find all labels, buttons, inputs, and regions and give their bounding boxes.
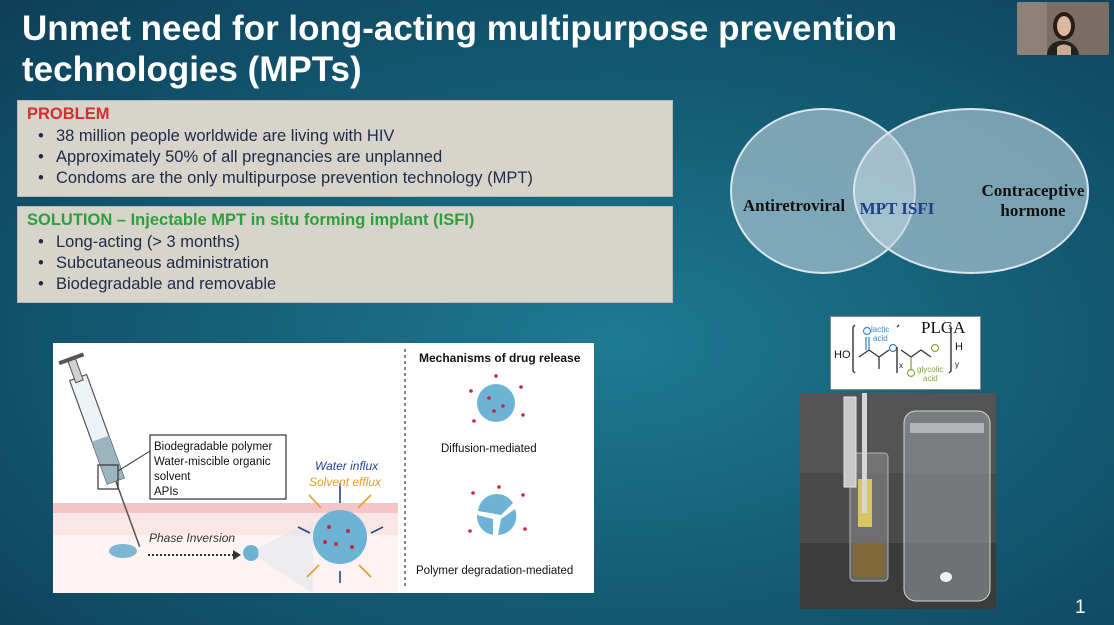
venn-center-label: MPT ISFI [859, 199, 935, 218]
slide-title: Unmet need for long-acting multipurpose … [22, 9, 898, 89]
solvent-efflux-label: Solvent efflux [309, 475, 382, 489]
venn-left-label: Antiretroviral [742, 196, 846, 215]
venn-right-line1: Contraceptive [981, 181, 1085, 200]
plga-structure: PLGA HO lactic acid x glycolic acid H y [830, 316, 981, 390]
plga-x: x [899, 361, 903, 370]
plga-y: y [955, 360, 959, 369]
speaker-webcam-icon [1017, 2, 1109, 55]
list-item: Biodegradable and removable [27, 274, 672, 295]
list-item: Approximately 50% of all pregnancies are… [27, 147, 672, 168]
plga-h: H [955, 341, 963, 353]
plga-ho: HO [834, 349, 851, 361]
vial-photo-icon [800, 393, 996, 609]
list-item: Condoms are the only multipurpose preven… [27, 168, 672, 189]
plga-glycolic-2: acid [923, 374, 938, 383]
solution-heading: SOLUTION – Injectable MPT in situ formin… [27, 211, 475, 229]
degradation-label: Polymer degradation-mediated [416, 565, 574, 577]
solution-box: SOLUTION – Injectable MPT in situ formin… [17, 206, 673, 303]
page-number: 1 [1075, 597, 1086, 618]
composition-line-3: solvent [154, 471, 191, 483]
mechanisms-title: Mechanisms of drug release [419, 351, 581, 365]
problem-heading: PROBLEM [27, 105, 110, 123]
composition-line-2: Water-miscible organic [154, 456, 271, 468]
plga-lactic-1: lactic [871, 325, 890, 334]
composition-line-4: APIs [154, 486, 179, 498]
venn-diagram: Antiretroviral MPT ISFI Contraceptive ho… [728, 103, 1095, 283]
list-item: Subcutaneous administration [27, 253, 672, 274]
list-item: 38 million people worldwide are living w… [27, 126, 672, 147]
isfi-diagram: Biodegradable polymer Water-miscible org… [53, 343, 594, 593]
plga-title: PLGA [921, 318, 966, 337]
list-item: Long-acting (> 3 months) [27, 232, 672, 253]
venn-right-line2: hormone [1000, 201, 1066, 220]
composition-line-1: Biodegradable polymer [154, 441, 273, 453]
problem-box: PROBLEM 38 million people worldwide are … [17, 100, 673, 197]
plga-glycolic-1: glycolic [917, 365, 944, 374]
plga-lactic-2: acid [873, 334, 888, 343]
water-influx-label: Water influx [315, 459, 379, 473]
venn-right-label: Contraceptive hormone [973, 181, 1093, 221]
phase-inversion-label: Phase Inversion [149, 531, 236, 545]
diffusion-label: Diffusion-mediated [441, 443, 537, 455]
